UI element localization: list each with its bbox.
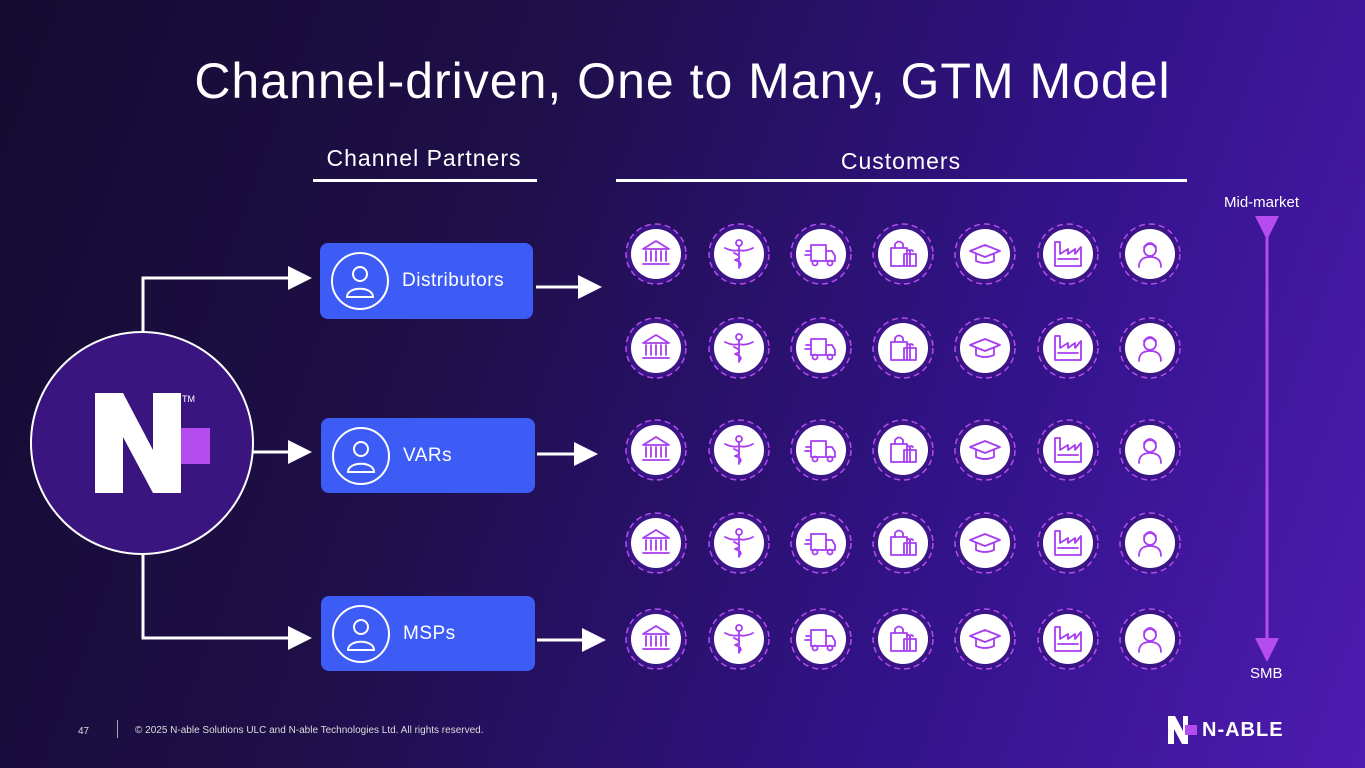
brand-name: N-ABLE <box>1202 718 1284 741</box>
person-icon <box>332 426 390 485</box>
partner-vars: VARs <box>321 418 535 493</box>
factory-icon <box>1037 317 1099 379</box>
graduation-cap-icon <box>954 419 1016 481</box>
graduation-cap-icon <box>954 223 1016 285</box>
caduceus-icon <box>708 223 770 285</box>
graduation-cap-icon <box>954 512 1016 574</box>
shopping-gift-icon <box>872 512 934 574</box>
graduation-cap-icon <box>954 608 1016 670</box>
partner-label: VARs <box>403 444 453 466</box>
person-icon <box>332 604 390 663</box>
support-agent-icon <box>1119 223 1181 285</box>
page-title: Channel-driven, One to Many, GTM Model <box>194 53 1171 109</box>
caduceus-icon <box>708 608 770 670</box>
caduceus-icon <box>708 512 770 574</box>
factory-icon <box>1037 419 1099 481</box>
shopping-gift-icon <box>872 223 934 285</box>
scale-top-label: Mid-market <box>1224 194 1300 211</box>
support-agent-icon <box>1119 419 1181 481</box>
page-number: 47 <box>78 726 90 737</box>
delivery-truck-icon <box>790 223 852 285</box>
bank-icon <box>625 419 687 481</box>
person-icon <box>331 252 389 310</box>
factory-icon <box>1037 512 1099 574</box>
channel-partners-heading: Channel Partners <box>326 145 522 171</box>
delivery-truck-icon <box>790 608 852 670</box>
partner-label: MSPs <box>403 622 456 644</box>
support-agent-icon <box>1119 512 1181 574</box>
n-able-logo: TM <box>95 393 210 493</box>
shopping-gift-icon <box>872 317 934 379</box>
graduation-cap-icon <box>954 317 1016 379</box>
caduceus-icon <box>708 317 770 379</box>
caduceus-icon <box>708 419 770 481</box>
partners-underline <box>313 179 537 182</box>
scale-bottom-label: SMB <box>1250 665 1283 682</box>
shopping-gift-icon <box>872 419 934 481</box>
partner-msps: MSPs <box>321 596 535 671</box>
customers-heading: Customers <box>840 148 962 174</box>
bank-icon <box>625 608 687 670</box>
delivery-truck-icon <box>790 317 852 379</box>
bank-icon <box>625 317 687 379</box>
footer-brand-logo: N-ABLE <box>1168 716 1284 744</box>
support-agent-icon <box>1119 608 1181 670</box>
factory-icon <box>1037 608 1099 670</box>
footer-divider <box>117 720 118 738</box>
delivery-truck-icon <box>790 512 852 574</box>
bank-icon <box>625 223 687 285</box>
shopping-gift-icon <box>872 608 934 670</box>
support-agent-icon <box>1119 317 1181 379</box>
partner-label: Distributors <box>402 270 505 291</box>
copyright: © 2025 N-able Solutions ULC and N-able T… <box>135 725 484 736</box>
bank-icon <box>625 512 687 574</box>
customers-underline <box>616 179 1187 182</box>
factory-icon <box>1037 223 1099 285</box>
partner-distributors: Distributors <box>320 243 533 319</box>
delivery-truck-icon <box>790 419 852 481</box>
svg-text:TM: TM <box>182 394 195 404</box>
